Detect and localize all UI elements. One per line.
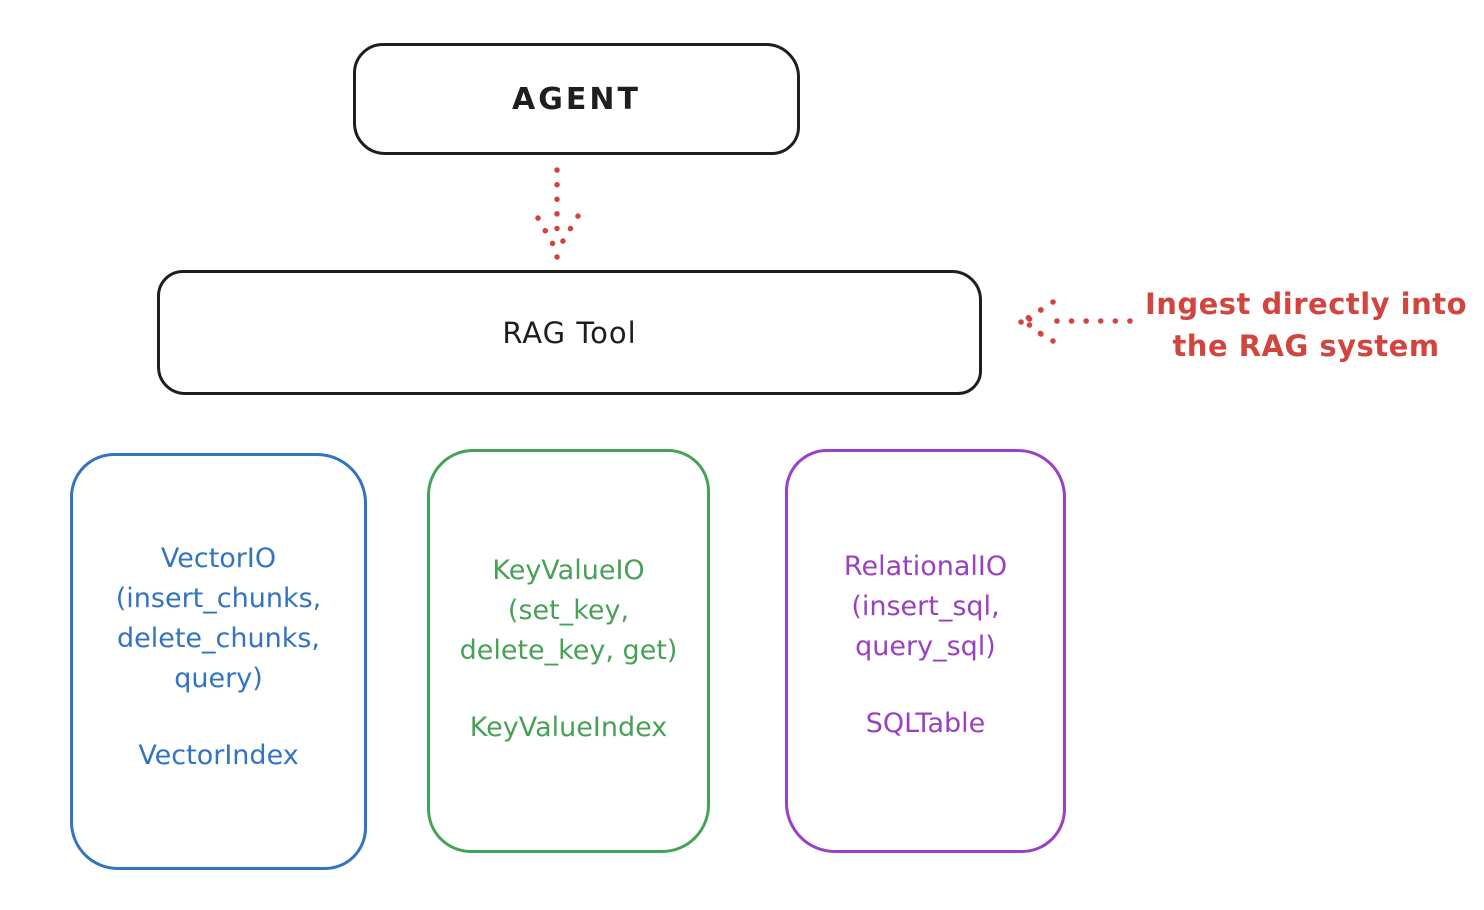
agent-label: AGENT bbox=[512, 81, 641, 117]
relational-io-title-line: RelationalIO bbox=[843, 551, 1008, 582]
keyvalue-io-title-line: (set_key, bbox=[507, 595, 630, 626]
agent-box: AGENT bbox=[353, 43, 800, 155]
keyvalue-io-title-line: KeyValueIO bbox=[492, 555, 645, 586]
ingest-annotation: Ingest directly into the RAG system bbox=[1138, 283, 1474, 367]
annotation-arrowhead-inner-upper bbox=[1024, 307, 1044, 324]
keyvalue-index-label: KeyValueIndex bbox=[469, 712, 668, 743]
agent-to-rag-arrow bbox=[535, 167, 581, 261]
vector-io-title-line: (insert_chunks, bbox=[115, 583, 322, 614]
keyvalue-io-title-line: delete_key, get) bbox=[459, 635, 678, 666]
ingest-annotation-line-2: the RAG system bbox=[1172, 329, 1440, 363]
rag-tool-box: RAG Tool bbox=[157, 270, 982, 395]
keyvalue-io-title: KeyValueIO (set_key, delete_key, get) Ke… bbox=[430, 452, 707, 748]
relational-io-title-line: (insert_sql, bbox=[851, 591, 1000, 622]
ingest-annotation-line-1: Ingest directly into bbox=[1144, 287, 1468, 321]
annotation-to-rag-arrow bbox=[1018, 299, 1133, 344]
agent-to-rag-arrowhead-left bbox=[535, 215, 557, 249]
relational-io-title: RelationalIO (insert_sql, query_sql) SQL… bbox=[788, 452, 1063, 744]
annotation-arrowhead-upper bbox=[1025, 299, 1056, 321]
vector-index-label: VectorIndex bbox=[138, 740, 299, 771]
annotation-arrowhead-lower bbox=[1025, 323, 1056, 344]
relational-io-box: RelationalIO (insert_sql, query_sql) SQL… bbox=[785, 449, 1066, 853]
vector-io-box: VectorIO (insert_chunks, delete_chunks, … bbox=[70, 453, 367, 870]
relational-io-title-line: query_sql) bbox=[855, 631, 996, 662]
vector-io-title-line: VectorIO bbox=[160, 543, 277, 574]
vector-io-title-line: query) bbox=[174, 663, 263, 694]
annotation-arrowhead-inner-lower bbox=[1024, 320, 1044, 337]
vector-io-title-line: delete_chunks, bbox=[116, 623, 321, 654]
agent-to-rag-arrowhead-right bbox=[557, 213, 581, 249]
rag-tool-label: RAG Tool bbox=[502, 315, 637, 350]
vector-io-title: VectorIO (insert_chunks, delete_chunks, … bbox=[73, 456, 364, 776]
sql-table-label: SQLTable bbox=[865, 708, 986, 739]
keyvalue-io-box: KeyValueIO (set_key, delete_key, get) Ke… bbox=[427, 449, 710, 853]
